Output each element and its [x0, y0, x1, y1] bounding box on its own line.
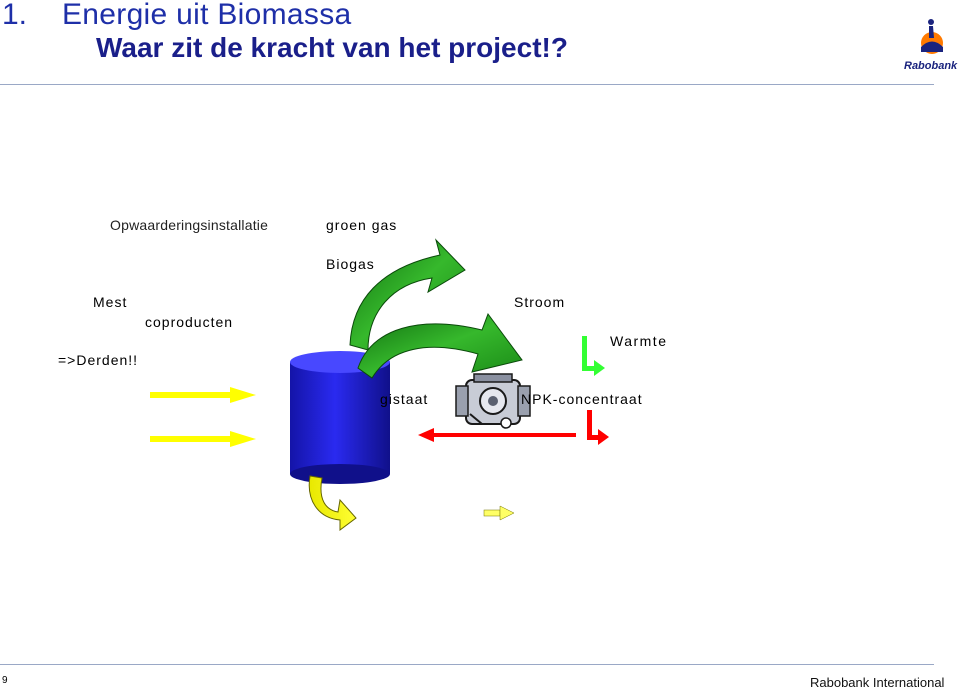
label-heat: Warmte	[610, 333, 668, 349]
small-yellow-arrow	[483, 505, 515, 521]
label-digestate: gistaat	[380, 391, 429, 407]
slide-title-number: 1.	[2, 0, 28, 31]
npk-arrow	[587, 410, 609, 445]
footer-brand: Rabobank International	[810, 675, 945, 690]
header-divider	[0, 84, 934, 85]
mest-arrow	[150, 387, 256, 403]
label-npk-concentrate: NPK-concentraat	[521, 391, 643, 407]
label-green-gas: groen gas	[326, 217, 398, 233]
label-installation: Opwaarderingsinstallatie	[110, 217, 269, 233]
label-third-parties: =>Derden!!	[58, 352, 139, 368]
green-gas-arrow	[349, 238, 466, 351]
digestate-out-arrow	[308, 475, 357, 531]
slide-title: Energie uit Biomassa	[62, 0, 352, 31]
slide-subtitle: Waar zit de kracht van het project!?	[96, 32, 568, 63]
label-biogas: Biogas	[326, 256, 375, 272]
rabobank-logo-text: Rabobank	[904, 60, 958, 72]
footer-divider	[0, 664, 934, 665]
biogas-to-engine-arrow	[357, 312, 523, 379]
label-manure: Mest	[93, 294, 128, 310]
coproducten-arrow	[150, 431, 256, 447]
digestate-return-arrow	[418, 428, 576, 442]
label-coproducts: coproducten	[145, 314, 234, 330]
engine-icon	[455, 373, 531, 429]
label-electricity: Stroom	[514, 294, 566, 310]
heat-arrow	[582, 336, 605, 376]
rabobank-logo-icon	[921, 19, 943, 54]
page-number: 9	[2, 675, 8, 686]
